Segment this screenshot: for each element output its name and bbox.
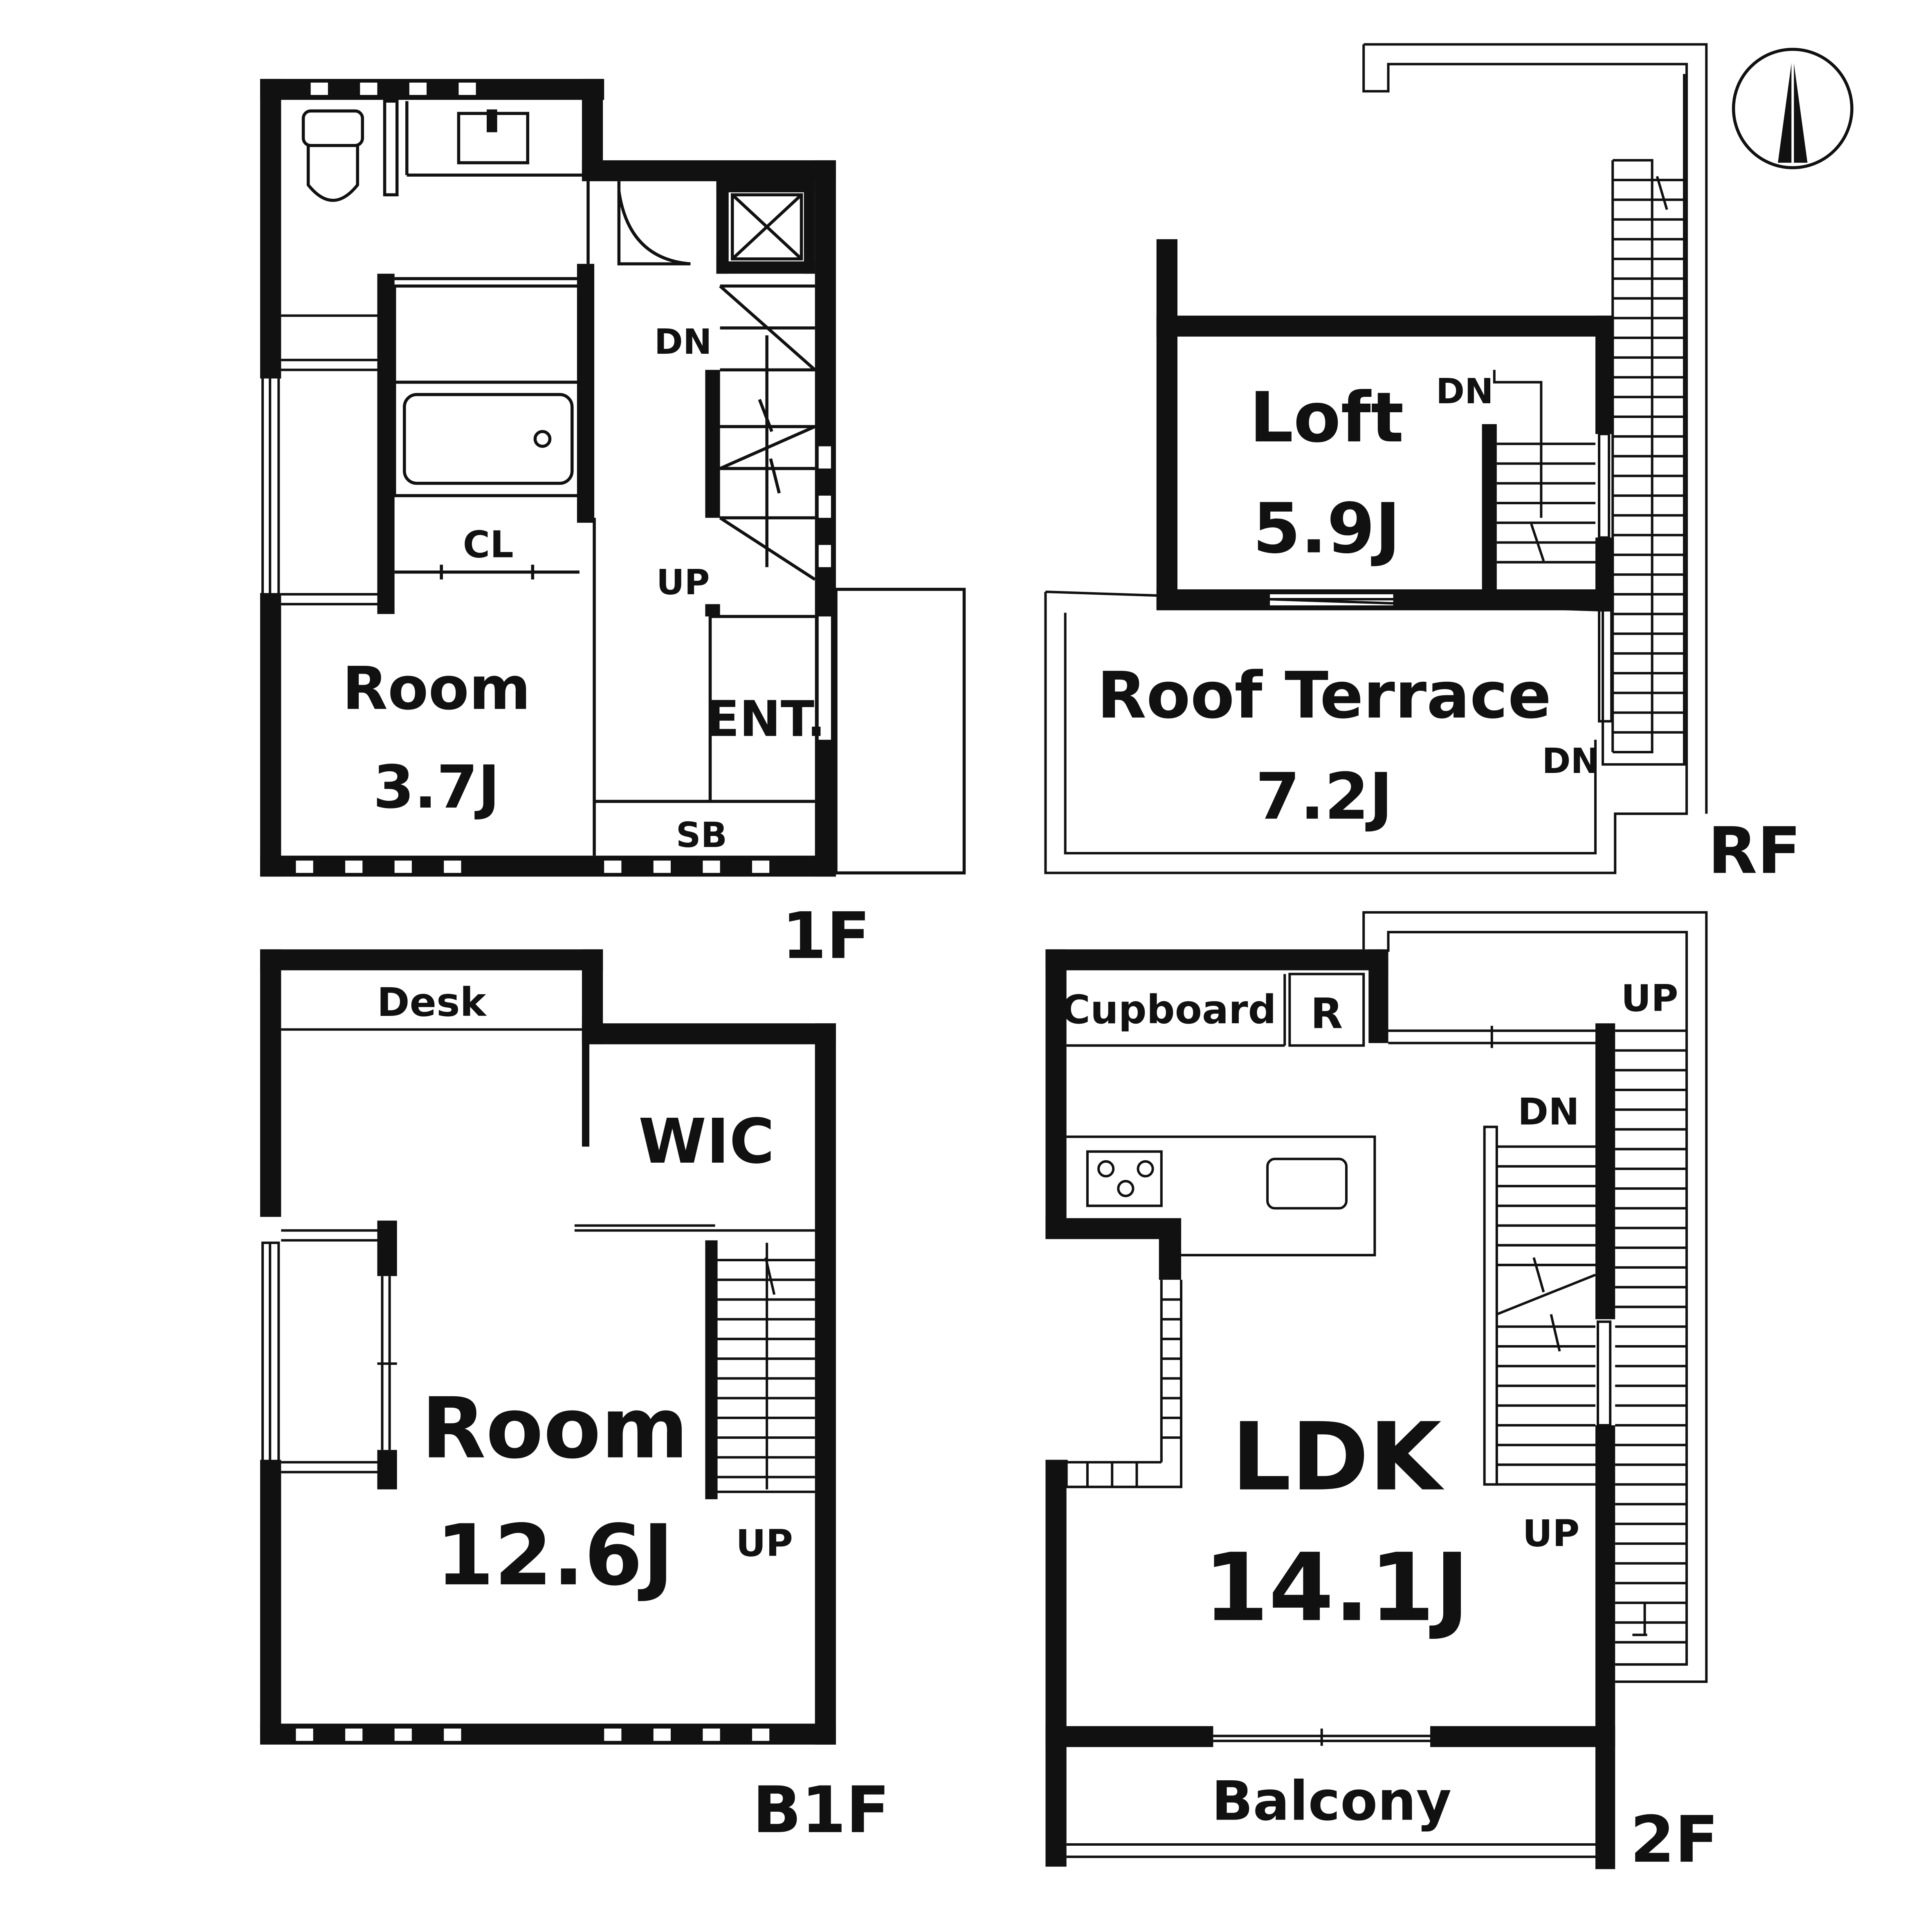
inner-stair-2f-treads bbox=[1496, 1145, 1595, 1486]
ldk-name: LDK bbox=[1231, 1403, 1445, 1512]
stair-down-label-1f: DN bbox=[654, 322, 712, 362]
half-wall-pattern bbox=[1086, 1298, 1182, 1487]
room-b1f-name: Room bbox=[421, 1380, 688, 1477]
floor-label-2f: 2F bbox=[1630, 1802, 1719, 1877]
wic-label: WIC bbox=[638, 1105, 775, 1177]
stair-down-label-rf-outer: DN bbox=[1542, 741, 1600, 781]
stair-up-label-2f-outer: UP bbox=[1621, 977, 1678, 1020]
outer-stair-rf-treads bbox=[1611, 74, 1687, 765]
refrigerator-label: R bbox=[1310, 990, 1343, 1038]
stair-up-label-b1f: UP bbox=[736, 1522, 793, 1565]
floor-b1f: Desk WIC Room 12.6J UP B1F bbox=[260, 949, 890, 1847]
room-1f-size: 3.7J bbox=[373, 753, 500, 822]
room-b1f-size: 12.6J bbox=[436, 1507, 674, 1604]
floor-rf: Loft 5.9J Roof Terrace 7.2J DN DN RF bbox=[1044, 43, 1801, 888]
loft-size: 5.9J bbox=[1253, 488, 1401, 569]
floor-label-rf: RF bbox=[1708, 813, 1801, 888]
roof-terrace-name: Roof Terrace bbox=[1097, 658, 1551, 733]
stair-down-label-2f: DN bbox=[1518, 1090, 1579, 1133]
entrance-label: ENT. bbox=[706, 691, 826, 748]
north-arrow-icon bbox=[1732, 47, 1853, 169]
floor-label-b1f: B1F bbox=[753, 1772, 890, 1847]
room-1f-name: Room bbox=[342, 654, 531, 723]
roof-terrace-size: 7.2J bbox=[1256, 759, 1393, 834]
loft-stair-treads bbox=[1496, 443, 1595, 564]
cupboard-label: Cupboard bbox=[1061, 986, 1276, 1033]
outer-stair-2f-treads bbox=[1615, 1029, 1687, 1644]
floor-label-1f: 1F bbox=[782, 898, 870, 973]
desk-label: Desk bbox=[377, 979, 487, 1025]
balcony-label: Balcony bbox=[1212, 1770, 1452, 1833]
stair-down-label-loft: DN bbox=[1436, 371, 1494, 411]
closet-label: CL bbox=[463, 523, 514, 566]
floor-2f: Cupboard R LDK 14.1J Balcony DN UP UP 2F bbox=[1045, 911, 1719, 1877]
ldk-size: 14.1J bbox=[1204, 1533, 1470, 1642]
stair-up-label-2f-inner: UP bbox=[1523, 1512, 1580, 1555]
floor-1f: Room 3.7J CL ENT. SB DN UP 1F bbox=[260, 79, 966, 973]
shoe-box-label: SB bbox=[676, 815, 727, 855]
stair-up-label-1f: UP bbox=[656, 562, 710, 602]
loft-name: Loft bbox=[1249, 377, 1404, 458]
